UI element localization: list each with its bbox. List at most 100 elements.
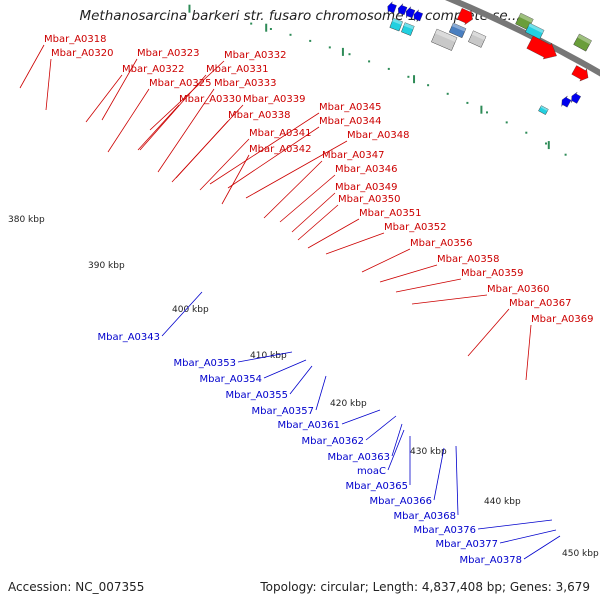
leader-line xyxy=(433,447,445,501)
ruler-dot xyxy=(466,101,469,104)
kbp-tick-label: 380 kbp xyxy=(8,215,45,225)
leader-line xyxy=(523,535,561,560)
ruler-dot xyxy=(525,131,528,134)
cds-minus-strand xyxy=(398,3,408,16)
leader-line xyxy=(365,415,397,441)
plus-gene-label: Mbar_A0369 xyxy=(531,314,594,325)
plus-gene-label: Mbar_A0359 xyxy=(461,268,524,279)
minus-gene-label: Mbar_A0353 xyxy=(173,358,236,369)
leader-line xyxy=(107,88,150,153)
kbp-tick-label: 450 kbp xyxy=(562,549,599,559)
minus-gene-label: Mbar_A0355 xyxy=(225,390,288,401)
minus-gene-label: Mbar_A0363 xyxy=(327,452,390,463)
leader-line xyxy=(199,138,250,191)
leader-line xyxy=(289,365,313,395)
plus-gene-label: Mbar_A0367 xyxy=(509,298,572,309)
leader-line xyxy=(161,291,203,337)
minus-gene-label: Mbar_A0365 xyxy=(345,481,408,492)
cds-minus-strand xyxy=(387,1,397,14)
minus-gene-label: moaC xyxy=(357,466,386,477)
cds-minus-strand xyxy=(401,22,415,36)
leader-line xyxy=(221,154,250,205)
topology-text: Topology: circular; Length: 4,837,408 bp… xyxy=(260,580,590,594)
minus-gene-label: Mbar_A0378 xyxy=(459,555,522,566)
plus-gene-label: Mbar_A0350 xyxy=(338,194,401,205)
cds-minus-strand xyxy=(538,105,549,115)
plus-gene-label: Mbar_A0331 xyxy=(206,64,269,75)
cds-plus-strand xyxy=(573,33,592,52)
minus-gene-label: Mbar_A0377 xyxy=(435,539,498,550)
plus-gene-label: Mbar_A0339 xyxy=(243,94,306,105)
plus-gene-label: Mbar_A0323 xyxy=(137,48,200,59)
cds-minus-strand xyxy=(571,92,581,104)
leader-line xyxy=(477,519,553,530)
plus-gene-label: Mbar_A0356 xyxy=(410,238,473,249)
leader-line xyxy=(291,192,336,233)
cds-minus-strand xyxy=(431,28,458,51)
minus-gene-label: Mbar_A0361 xyxy=(277,420,340,431)
ruler-dot xyxy=(368,60,371,63)
ruler-dot xyxy=(446,92,449,95)
leader-line xyxy=(157,88,215,173)
ruler-dot xyxy=(387,67,390,70)
ruler-dot xyxy=(427,84,430,87)
cds-plus-strand xyxy=(456,8,473,26)
minus-gene-label: Mbar_A0362 xyxy=(301,436,364,447)
plus-gene-label: Mbar_A0349 xyxy=(335,182,398,193)
cds-plus-strand xyxy=(468,30,487,48)
genome-backbone xyxy=(445,0,600,77)
plus-gene-label: Mbar_A0345 xyxy=(319,102,382,113)
leader-line xyxy=(139,74,207,151)
leader-line xyxy=(391,423,403,457)
plus-gene-label: Mbar_A0347 xyxy=(322,150,385,161)
cds-plus-strand xyxy=(367,0,411,1)
ruler-dot xyxy=(407,75,410,78)
plus-gene-label: Mbar_A0318 xyxy=(44,34,107,45)
ruler-dot xyxy=(348,53,351,56)
kbp-tick-label: 420 kbp xyxy=(330,399,367,409)
minus-gene-label: Mbar_A0357 xyxy=(251,406,314,417)
kbp-tick-label: 390 kbp xyxy=(88,261,125,271)
plus-gene-label: Mbar_A0341 xyxy=(249,128,312,139)
plus-gene-label: Mbar_A0332 xyxy=(224,50,287,61)
cds-plus-strand xyxy=(526,35,557,60)
plus-gene-label: Mbar_A0330 xyxy=(179,94,242,105)
inner-ruler-dots xyxy=(250,22,567,156)
plus-gene-label: Mbar_A0360 xyxy=(487,284,550,295)
minus-gene-label: Mbar_A0343 xyxy=(97,332,160,343)
leader-line xyxy=(237,351,293,363)
leader-line xyxy=(245,140,348,199)
leader-line xyxy=(263,359,307,379)
cds-minus-strand xyxy=(405,6,416,19)
plus-gene-label: Mbar_A0351 xyxy=(359,208,422,219)
leader-line xyxy=(325,232,385,255)
leader-line xyxy=(379,264,438,283)
leader-line xyxy=(149,60,225,131)
plus-gene-label: Mbar_A0342 xyxy=(249,144,312,155)
plus-gene-label: Mbar_A0333 xyxy=(214,78,277,89)
leader-line xyxy=(279,174,336,223)
plus-gene-label: Mbar_A0348 xyxy=(347,130,410,141)
ruler-dot xyxy=(545,142,547,145)
cds-plus-strand xyxy=(571,65,589,82)
leader-line xyxy=(307,218,360,249)
kbp-tick-label: 430 kbp xyxy=(410,447,447,457)
ruler-dot xyxy=(269,28,272,30)
cds-minus-strand xyxy=(389,17,403,32)
leader-line xyxy=(387,429,405,471)
ruler-dot xyxy=(564,153,567,156)
minus-gene-label: Mbar_A0366 xyxy=(369,496,432,507)
minus-gene-label: Mbar_A0368 xyxy=(393,511,456,522)
leader-line xyxy=(45,58,52,111)
ruler-dot xyxy=(505,121,508,124)
minus-gene-label: Mbar_A0354 xyxy=(199,374,262,385)
cds-minus-strand xyxy=(561,95,572,108)
leader-line xyxy=(361,248,411,273)
plus-gene-label: Mbar_A0358 xyxy=(437,254,500,265)
ruler-dot xyxy=(250,22,253,25)
leader-line xyxy=(455,445,459,516)
cds-plus-strand xyxy=(525,22,545,40)
